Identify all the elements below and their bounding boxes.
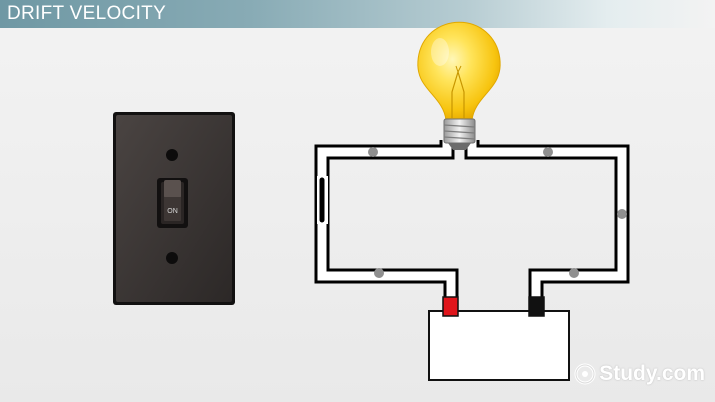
electron-dot-icon	[543, 147, 553, 157]
negative-terminal	[528, 296, 545, 317]
slide-title: DRIFT VELOCITY	[7, 3, 167, 24]
battery-icon	[428, 296, 570, 381]
screw-bottom	[166, 252, 178, 264]
electron-dot-icon	[368, 147, 378, 157]
switch-state-label: ON	[167, 208, 178, 215]
switch-toggle[interactable]	[164, 180, 181, 198]
electron-dot-icon	[617, 209, 627, 219]
study-watermark: Study.com	[574, 361, 705, 387]
light-switch-icon: ON	[113, 112, 235, 305]
screw-top	[166, 149, 178, 161]
wire-break	[317, 176, 328, 224]
electron-dot-icon	[374, 268, 384, 278]
study-logo-icon	[574, 363, 596, 385]
watermark-text: Study.com	[599, 362, 705, 385]
positive-terminal	[442, 296, 459, 317]
light-bulb-icon	[417, 21, 501, 150]
title-bar: DRIFT VELOCITY	[0, 0, 715, 28]
electron-dot-icon	[569, 268, 579, 278]
